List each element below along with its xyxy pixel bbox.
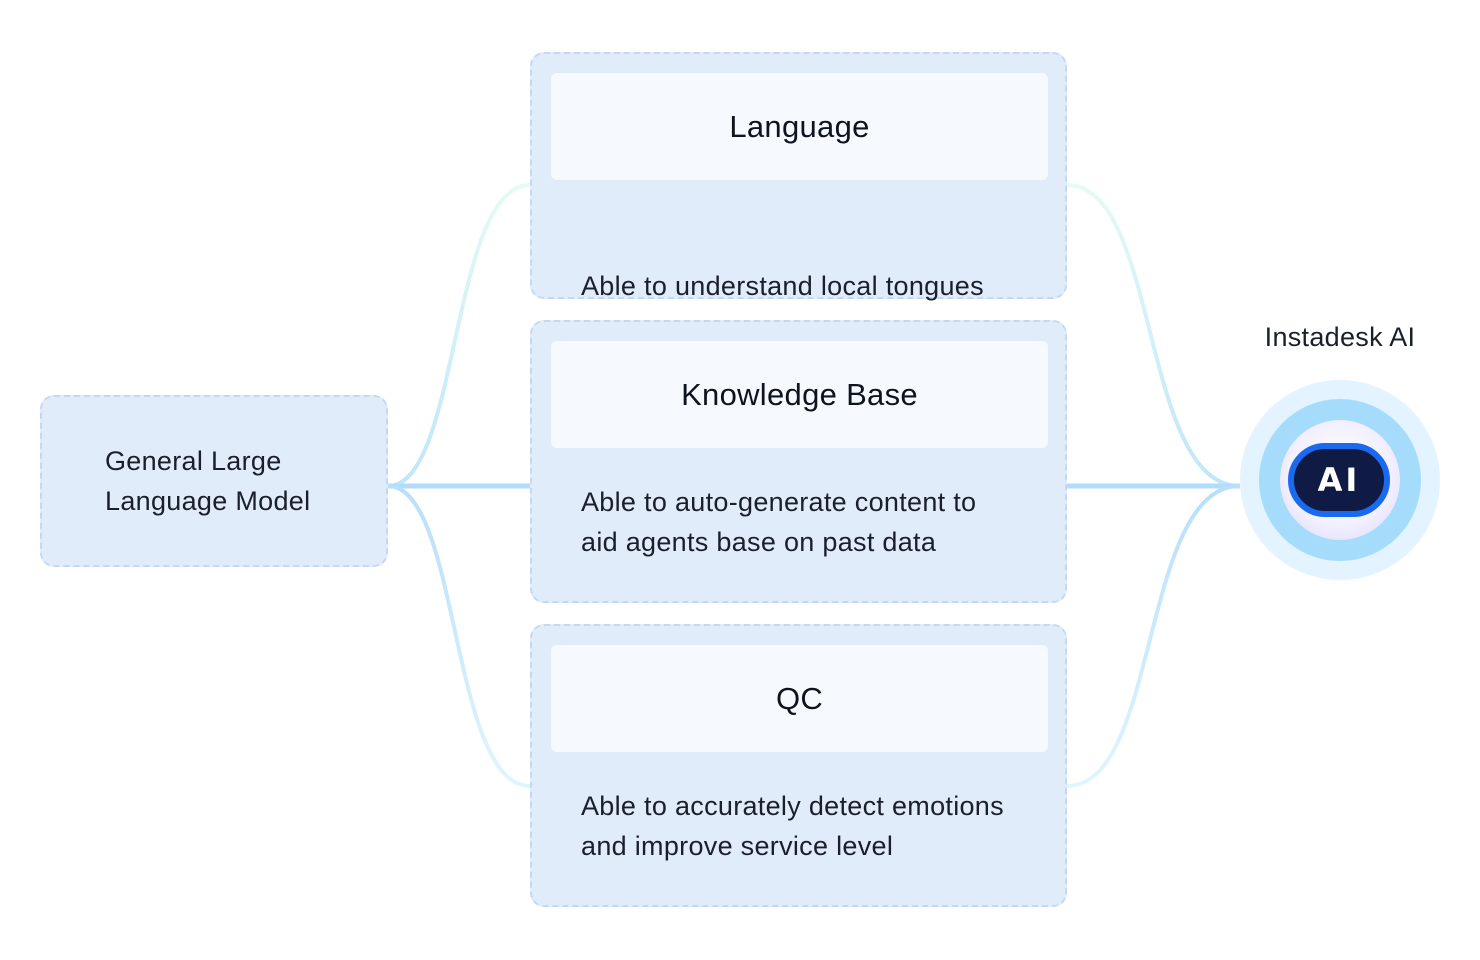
ai-badge-icon: AI xyxy=(1288,443,1390,517)
connector-language-target xyxy=(1066,183,1241,488)
capability-title: Language xyxy=(729,108,870,144)
capability-description: Able to auto-generate content to aid age… xyxy=(581,487,977,557)
target-label: Instadesk AI xyxy=(1264,322,1416,352)
connector-source-language xyxy=(387,183,531,488)
ai-badge-text: AI xyxy=(1317,461,1361,499)
connector-source-qc xyxy=(387,484,531,788)
capability-card-qc: QC Able to accurately detect emotions an… xyxy=(530,624,1067,907)
source-node-label: General Large Language Model xyxy=(105,446,311,516)
capability-description: Able to accurately detect emotions and i… xyxy=(581,791,1004,861)
capability-title: Knowledge Base xyxy=(681,376,918,412)
capability-title: QC xyxy=(775,680,824,716)
capability-card-header: QC xyxy=(551,645,1048,752)
capability-description: Able to understand local tongues xyxy=(581,271,984,301)
capability-card-header: Knowledge Base xyxy=(551,341,1048,448)
capability-card-header: Language xyxy=(551,73,1048,180)
source-node: General Large Language Model xyxy=(40,395,388,567)
capability-card-knowledge-base: Knowledge Base Able to auto-generate con… xyxy=(530,320,1067,603)
capability-card-language: Language Able to understand local tongue… xyxy=(530,52,1067,301)
connector-qc-target xyxy=(1066,484,1241,788)
